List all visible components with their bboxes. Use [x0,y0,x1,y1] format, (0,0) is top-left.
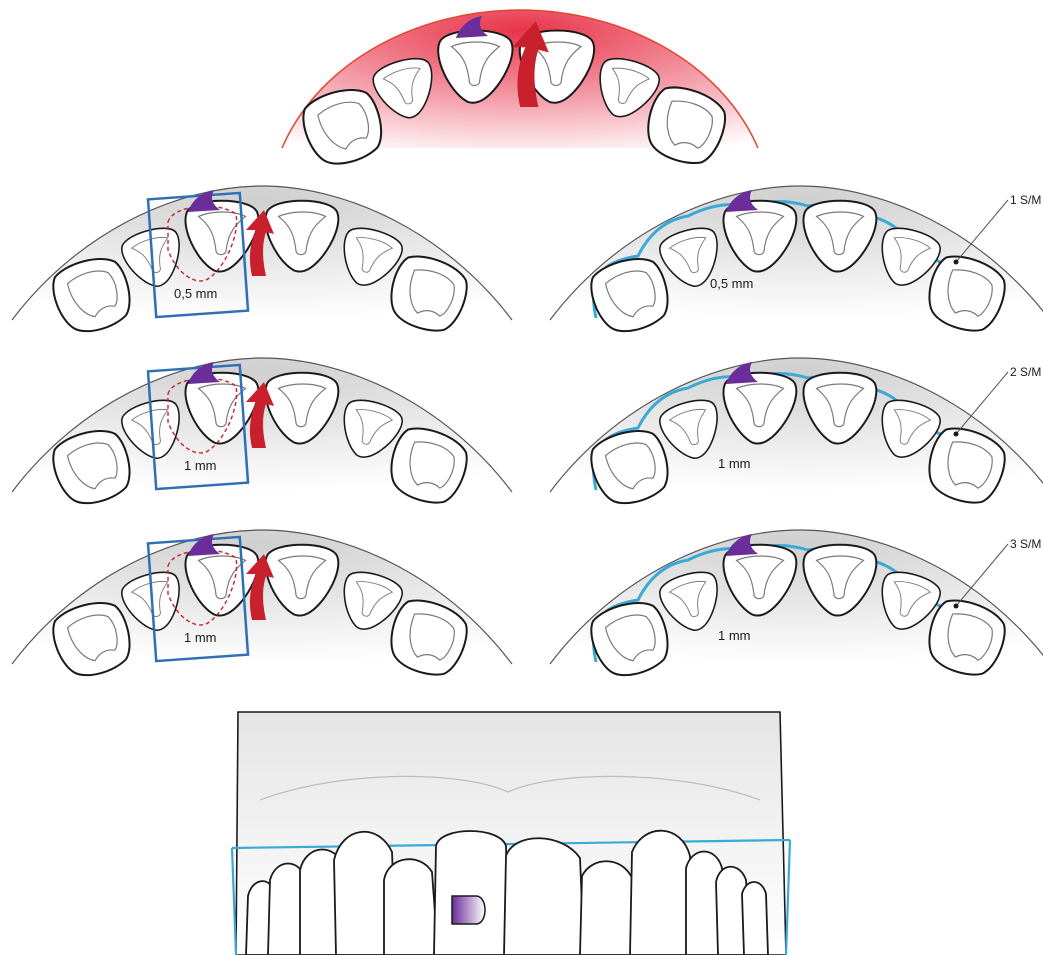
measure-label: 0,5 mm [174,286,217,301]
measure-label: 1 mm [184,630,217,645]
right-panel-2: 1 mm 2 S/M [550,358,1043,512]
measure-label: 0,5 mm [710,276,753,291]
right-panel-1: 0,5 mm 1 S/M [550,186,1043,340]
aligner-stage-label: 1 S/M [1010,193,1041,207]
left-panel-3: 1 mm [12,530,512,684]
measure-label: 1 mm [184,458,217,473]
right-panel-3: 1 mm 3 S/M [550,530,1043,684]
aligner-stage-label: 3 S/M [1010,537,1041,551]
measure-label: 1 mm [718,456,751,471]
aligner-stage-label: 2 S/M [1010,365,1041,379]
measure-label: 1 mm [718,628,751,643]
top-panel [282,10,758,172]
left-panel-2: 1 mm [12,358,512,512]
frontal-attachment-icon [452,896,485,924]
left-panel-1: 0,5 mm [12,186,512,340]
frontal-view [232,712,790,955]
